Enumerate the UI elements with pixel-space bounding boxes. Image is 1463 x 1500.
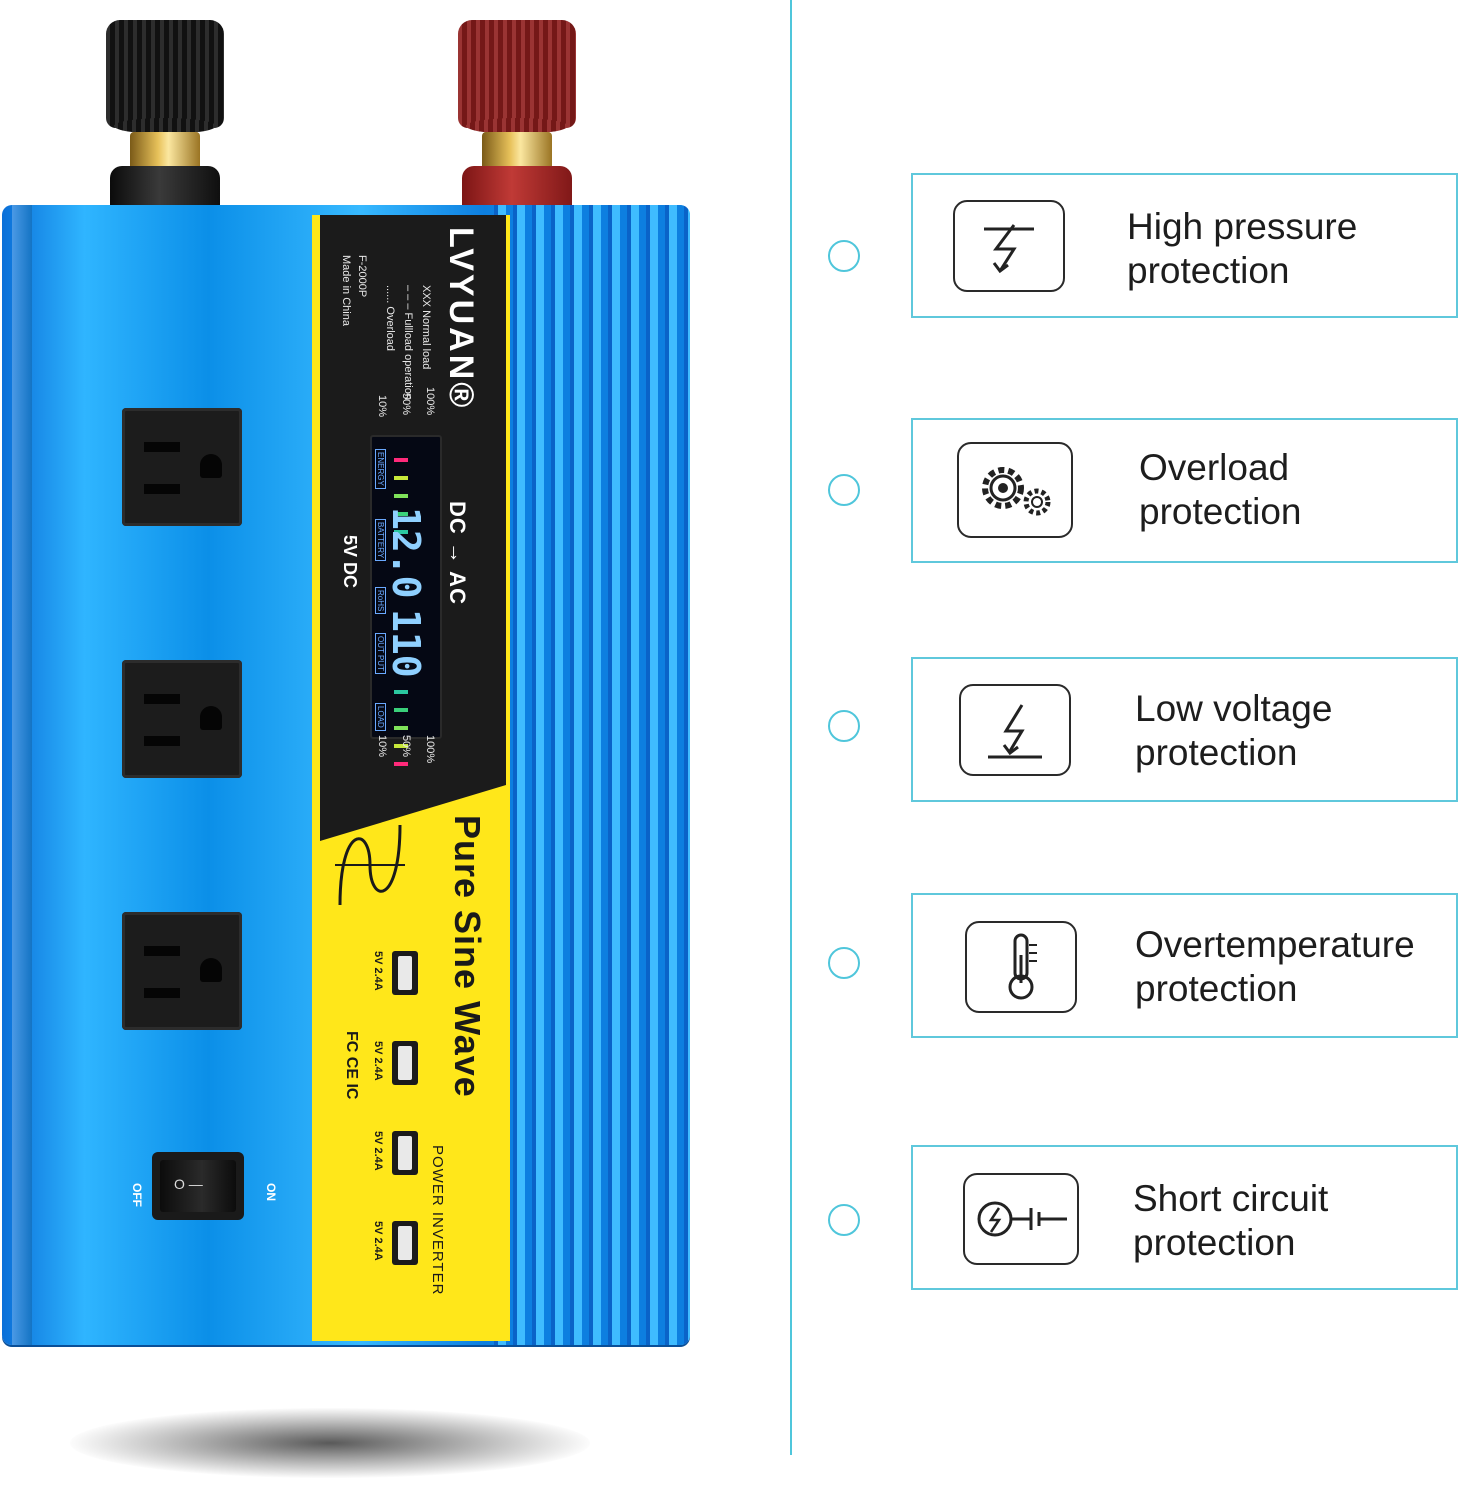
lcd-tag-rohs: RoHS	[375, 587, 386, 615]
cooling-fins	[494, 205, 690, 1345]
scale-100-bottom: 100%	[424, 735, 436, 764]
feature-title: Low voltage protection	[1135, 687, 1332, 775]
usb-port	[392, 1131, 418, 1175]
feature-card-overtemperature: Overtemperature protection	[911, 893, 1458, 1038]
output-voltage: 110	[384, 609, 428, 678]
usb-rating-label: 5V 2.4A	[372, 951, 384, 991]
lcd-tag-load: LOAD	[375, 703, 386, 731]
usb-rating-label: 5V 2.4A	[372, 1131, 384, 1171]
load-bars	[394, 683, 408, 773]
timeline-dot	[828, 474, 860, 506]
usb-port	[392, 1221, 418, 1265]
usb-rating-label: 5V 2.4A	[372, 1041, 384, 1081]
feature-card-high-pressure: High pressure protection	[911, 173, 1458, 318]
lcd-tag-output: OUT PUT	[375, 633, 386, 674]
switch-rocker: O —	[160, 1160, 236, 1212]
switch-rocker-marks: O —	[174, 1176, 203, 1192]
certification-marks: FC CE IC	[343, 1031, 360, 1100]
lightning-bolt-icon	[953, 200, 1065, 292]
power-inverter-subline: POWER INVERTER	[429, 1145, 446, 1296]
feature-title: Overtemperature protection	[1135, 923, 1415, 1011]
usb-port	[392, 1041, 418, 1085]
ac-outlet	[122, 912, 242, 1030]
feature-title: High pressure protection	[1127, 205, 1357, 293]
label-panel: LVYUAN® XXX Normal load – – – Fullload o…	[312, 215, 510, 1341]
short-circuit-icon	[963, 1173, 1079, 1265]
input-voltage: 12.0	[384, 507, 428, 599]
feature-title-line2: protection	[1135, 732, 1298, 773]
legend-overload: ...... Overload	[384, 285, 396, 352]
model-number: F-2000P	[356, 255, 368, 298]
feature-title-line1: Short circuit	[1133, 1178, 1329, 1219]
scale-100: 100%	[424, 387, 436, 416]
feature-title-line1: High pressure	[1127, 206, 1358, 247]
feature-title-line2: protection	[1135, 968, 1298, 1009]
gears-icon	[957, 442, 1073, 538]
pure-sine-wave-headline: Pure Sine Wave	[447, 815, 488, 1098]
thermometer-icon	[965, 921, 1077, 1013]
timeline-dot	[828, 240, 860, 272]
feature-title-line2: protection	[1133, 1222, 1296, 1263]
feature-title: Short circuit protection	[1133, 1177, 1328, 1265]
feature-card-short-circuit: Short circuit protection	[911, 1145, 1458, 1290]
low-voltage-bolt-icon	[959, 684, 1071, 776]
feature-title-line1: Overtemperature	[1135, 924, 1415, 965]
switch-off-label: OFF	[130, 1183, 144, 1207]
timeline-dot	[828, 1204, 860, 1236]
feature-title-line1: Low voltage	[1135, 688, 1333, 729]
ac-outlet	[122, 660, 242, 778]
scale-50: 50%	[400, 393, 412, 416]
switch-on-label: ON	[264, 1183, 278, 1201]
feature-card-low-voltage: Low voltage protection	[911, 657, 1458, 802]
scale-10: 10%	[376, 395, 388, 418]
power-switch: O —	[152, 1152, 244, 1220]
sine-wave-icon	[335, 824, 405, 906]
dc-to-ac-label: DC → AC	[445, 501, 470, 605]
feature-title-line1: Overload	[1139, 447, 1290, 488]
product-shadow	[70, 1408, 590, 1478]
brand-logo: LVYUAN®	[442, 227, 480, 411]
inverter-product-image: O — OFF ON LVYUAN® XXX Normal load – – –…	[0, 0, 700, 1500]
lcd-tag-energy: ENERGY	[375, 449, 386, 489]
lcd-display: 12.0 110 ENERGY BATTERY RoHS OUT PUT LOA…	[370, 435, 442, 766]
made-in-china: Made in China	[340, 255, 352, 326]
usb-rating-label: 5V 2.4A	[372, 1221, 384, 1261]
feature-title: Overload protection	[1139, 446, 1302, 534]
legend-fullload: – – – Fullload operation	[402, 285, 414, 400]
scale-50-bottom: 50%	[400, 735, 412, 758]
timeline-line	[790, 0, 792, 1455]
ac-outlet	[122, 408, 242, 526]
usb-port	[392, 951, 418, 995]
timeline-dot	[828, 947, 860, 979]
timeline-dot	[828, 710, 860, 742]
feature-title-line2: protection	[1139, 491, 1302, 532]
legend-normal-load: XXX Normal load	[420, 285, 432, 370]
feature-title-line2: protection	[1127, 250, 1290, 291]
usb-dc-label: 5V DC	[340, 535, 360, 589]
energy-bars	[394, 451, 408, 541]
scale-10-bottom: 10%	[376, 735, 388, 758]
lcd-tag-battery: BATTERY	[375, 519, 386, 562]
feature-card-overload: Overload protection	[911, 418, 1458, 563]
inverter-case: O — OFF ON LVYUAN® XXX Normal load – – –…	[2, 205, 690, 1345]
